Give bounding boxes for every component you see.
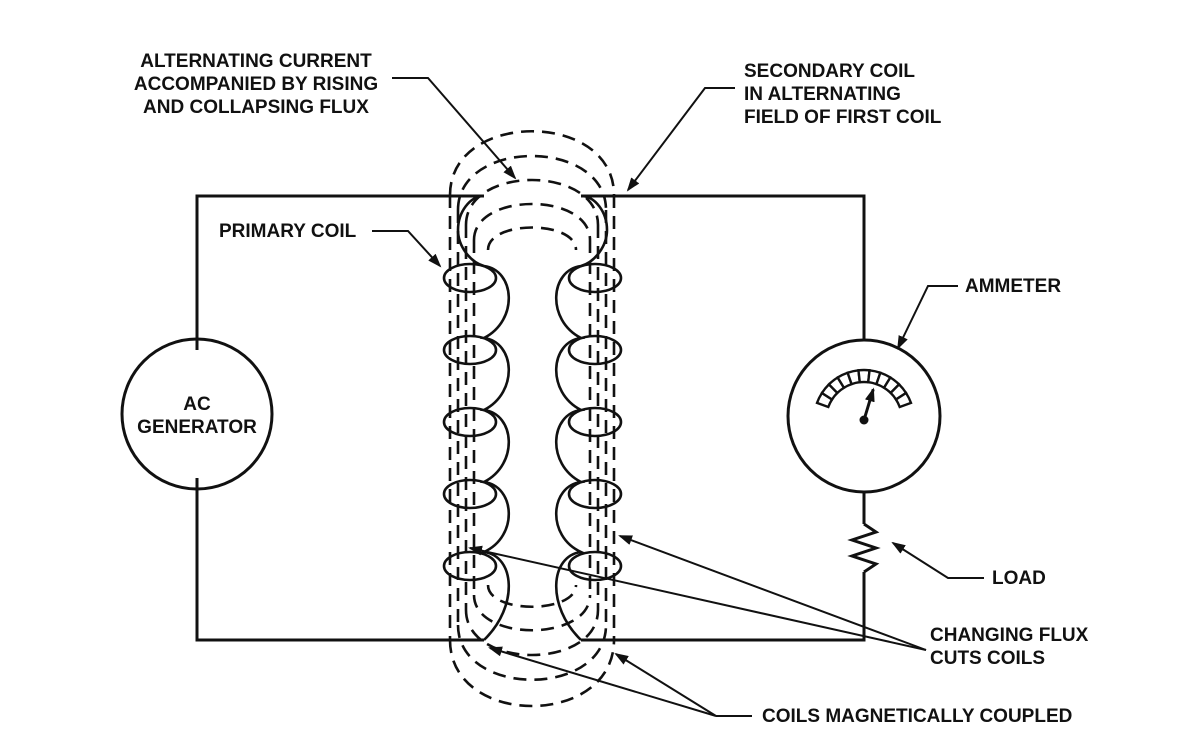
changing-flux-arrow-lower (468, 545, 927, 651)
magnetic-flux-lines (448, 130, 616, 708)
generator-circle (120, 337, 274, 491)
wire-top-right (581, 194, 866, 340)
changing-flux-label-line1: CHANGING FLUX (930, 625, 1089, 646)
primary-coil-label: PRIMARY COIL (219, 221, 357, 242)
ammeter-scale-segment (894, 391, 913, 409)
changing-flux-label-line2: CUTS COILS (930, 648, 1045, 669)
alternating-current-label-line3: AND COLLAPSING FLUX (143, 97, 369, 118)
ammeter (786, 338, 942, 494)
coils-coupled-label: COILS MAGNETICALLY COUPLED (762, 706, 1072, 727)
coupled-arrow-right (614, 652, 717, 717)
ac-generator: AC GENERATOR (120, 337, 274, 491)
primary-coil-arrow (372, 230, 442, 268)
ammeter-arrow (897, 285, 958, 350)
circuit-wires (195, 194, 866, 642)
annotations: ALTERNATING CURRENT ACCOMPANIED BY RISIN… (134, 51, 1089, 727)
load-label: LOAD (992, 568, 1046, 589)
alternating-current-label-line1: ALTERNATING CURRENT (140, 51, 372, 72)
ammeter-needle (862, 387, 875, 421)
generator-label-line1: AC (183, 394, 211, 415)
wire-bottom-left (195, 478, 484, 642)
secondary-coil-label-line1: SECONDARY COIL (744, 61, 915, 82)
secondary-coil-label-line3: FIELD OF FIRST COIL (744, 107, 942, 128)
secondary-coil-label-line2: IN ALTERNATING (744, 84, 901, 105)
wire-bottom-right (581, 572, 866, 642)
coupled-arrow-left (488, 646, 717, 717)
ammeter-scale (815, 368, 913, 409)
alternating-current-label-line2: ACCOMPANIED BY RISING (134, 74, 378, 95)
ammeter-label: AMMETER (965, 276, 1061, 297)
secondary-coil-arrow (626, 87, 735, 192)
load-arrow (891, 541, 984, 579)
wire-top-left (195, 194, 484, 350)
secondary-coil (554, 194, 623, 641)
changing-flux-arrow-upper (618, 535, 927, 651)
load-resistor (847, 522, 881, 574)
leader-lines (372, 77, 984, 717)
generator-label-line2: GENERATOR (137, 417, 257, 438)
ammeter-pivot (859, 415, 869, 425)
primary-coil (442, 194, 511, 641)
ammeter-circle (786, 338, 942, 494)
alternating-current-arrow (392, 77, 517, 180)
